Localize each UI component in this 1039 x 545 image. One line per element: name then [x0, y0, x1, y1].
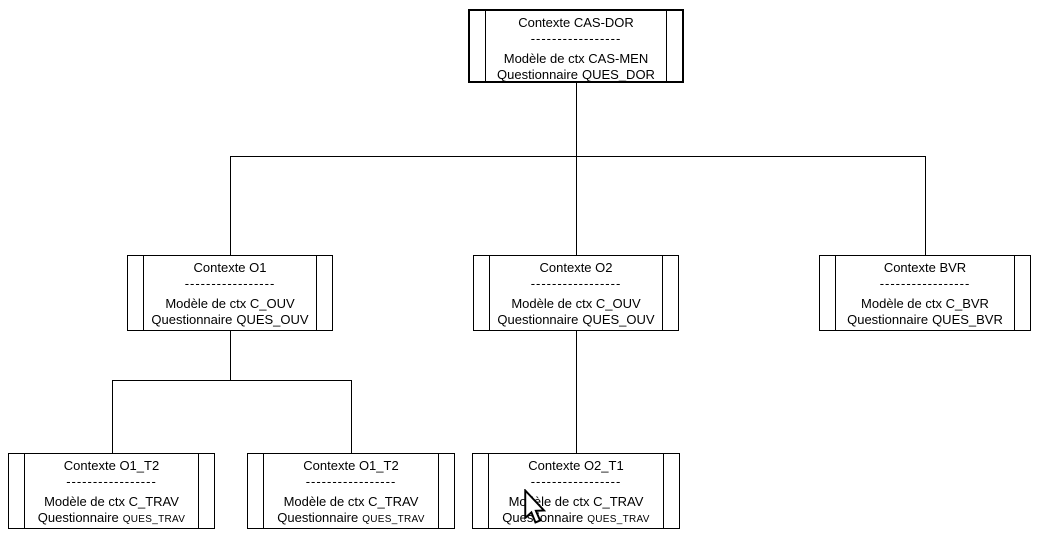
node-title: Contexte O1	[193, 260, 267, 275]
node-left-bar	[24, 454, 25, 528]
node-contexte-o1[interactable]: Contexte O1 ----------------- Modèle de …	[127, 255, 333, 331]
node-model-line: Modèle de ctx C_BVR	[861, 296, 989, 311]
questionnaire-code: QUES_DOR	[581, 67, 655, 82]
node-title: Contexte O1_T2	[303, 458, 399, 473]
node-content: Contexte O1_T2 ----------------- Modèle …	[264, 454, 438, 528]
questionnaire-code: QUES_OUV	[236, 312, 309, 327]
node-left-bar	[143, 256, 144, 330]
node-separator: -----------------	[530, 33, 622, 44]
node-contexte-o2[interactable]: Contexte O2 ----------------- Modèle de …	[473, 255, 679, 331]
connector-level2-bus	[112, 380, 352, 381]
node-content: Contexte O1_T2 ----------------- Modèle …	[25, 454, 198, 528]
node-title: Contexte O1_T2	[63, 458, 160, 473]
connector-o1-to-bus	[230, 331, 231, 380]
node-model-line: Modèle de ctx C_TRAV	[508, 494, 644, 509]
node-model-line: Modèle de ctx C_TRAV	[283, 494, 419, 509]
questionnaire-code: QUES_TRAV	[122, 514, 186, 525]
node-left-bar	[485, 11, 486, 81]
node-title: Contexte O2	[539, 260, 613, 275]
node-model-line: Modèle de ctx CAS-MEN	[503, 51, 649, 66]
questionnaire-label: Questionnaire	[37, 510, 119, 525]
questionnaire-label: Questionnaire	[151, 312, 233, 327]
node-contexte-bvr[interactable]: Contexte BVR ----------------- Modèle de…	[819, 255, 1031, 331]
node-model-line: Modèle de ctx C_TRAV	[44, 494, 179, 509]
node-content: Contexte O2 ----------------- Modèle de …	[490, 256, 662, 330]
questionnaire-code: QUES_TRAV	[587, 514, 650, 525]
node-right-bar	[198, 454, 199, 528]
node-left-bar	[263, 454, 264, 528]
node-contexte-o1-t2-a[interactable]: Contexte O1_T2 ----------------- Modèle …	[8, 453, 215, 529]
questionnaire-code: QUES_OUV	[582, 312, 655, 327]
node-right-bar	[663, 454, 664, 528]
node-right-bar	[438, 454, 439, 528]
node-model-line: Modèle de ctx C_OUV	[165, 296, 295, 311]
connector-bus-to-bvr	[925, 156, 926, 255]
node-left-bar	[488, 454, 489, 528]
node-contexte-cas-dor[interactable]: Contexte CAS-DOR ----------------- Modèl…	[468, 9, 684, 83]
node-separator: -----------------	[66, 476, 157, 487]
node-model-line: Modèle de ctx C_OUV	[511, 296, 641, 311]
node-content: Contexte BVR ----------------- Modèle de…	[836, 256, 1014, 330]
connector-bus-to-o2	[576, 156, 577, 255]
connector-bus-to-o1t2b	[351, 380, 352, 453]
connector-o2-to-o2t1	[576, 331, 577, 453]
node-left-bar	[835, 256, 836, 330]
connector-bus-to-o1	[230, 156, 231, 255]
node-separator: -----------------	[530, 278, 622, 289]
node-right-bar	[1014, 256, 1015, 330]
node-right-bar	[666, 11, 667, 81]
questionnaire-label: Questionnaire	[497, 312, 579, 327]
node-separator: -----------------	[879, 278, 971, 289]
node-right-bar	[316, 256, 317, 330]
node-title: Contexte BVR	[883, 260, 967, 275]
node-contexte-o2-t1[interactable]: Contexte O2_T1 ----------------- Modèle …	[472, 453, 680, 529]
questionnaire-label: Questionnaire	[847, 312, 929, 327]
node-separator: -----------------	[530, 476, 622, 487]
node-content: Contexte CAS-DOR ----------------- Modèl…	[486, 11, 666, 82]
connector-bus-to-o1t2a	[112, 380, 113, 453]
node-content: Contexte O2_T1 ----------------- Modèle …	[489, 454, 663, 528]
node-right-bar	[662, 256, 663, 330]
questionnaire-code: QUES_TRAV	[362, 514, 425, 525]
node-separator: -----------------	[305, 476, 397, 487]
node-left-bar	[489, 256, 490, 330]
node-separator: -----------------	[184, 278, 276, 289]
connector-level1-bus	[231, 156, 925, 157]
node-contexte-o1-t2-b[interactable]: Contexte O1_T2 ----------------- Modèle …	[247, 453, 455, 529]
questionnaire-code: QUES_BVR	[932, 312, 1003, 327]
questionnaire-label: Questionnaire	[497, 67, 578, 82]
node-title: Contexte O2_T1	[528, 458, 624, 473]
questionnaire-label: Questionnaire	[502, 510, 584, 525]
questionnaire-label: Questionnaire	[277, 510, 359, 525]
node-content: Contexte O1 ----------------- Modèle de …	[144, 256, 316, 330]
node-title: Contexte CAS-DOR	[518, 15, 634, 30]
connector-root-to-bus	[576, 83, 577, 157]
